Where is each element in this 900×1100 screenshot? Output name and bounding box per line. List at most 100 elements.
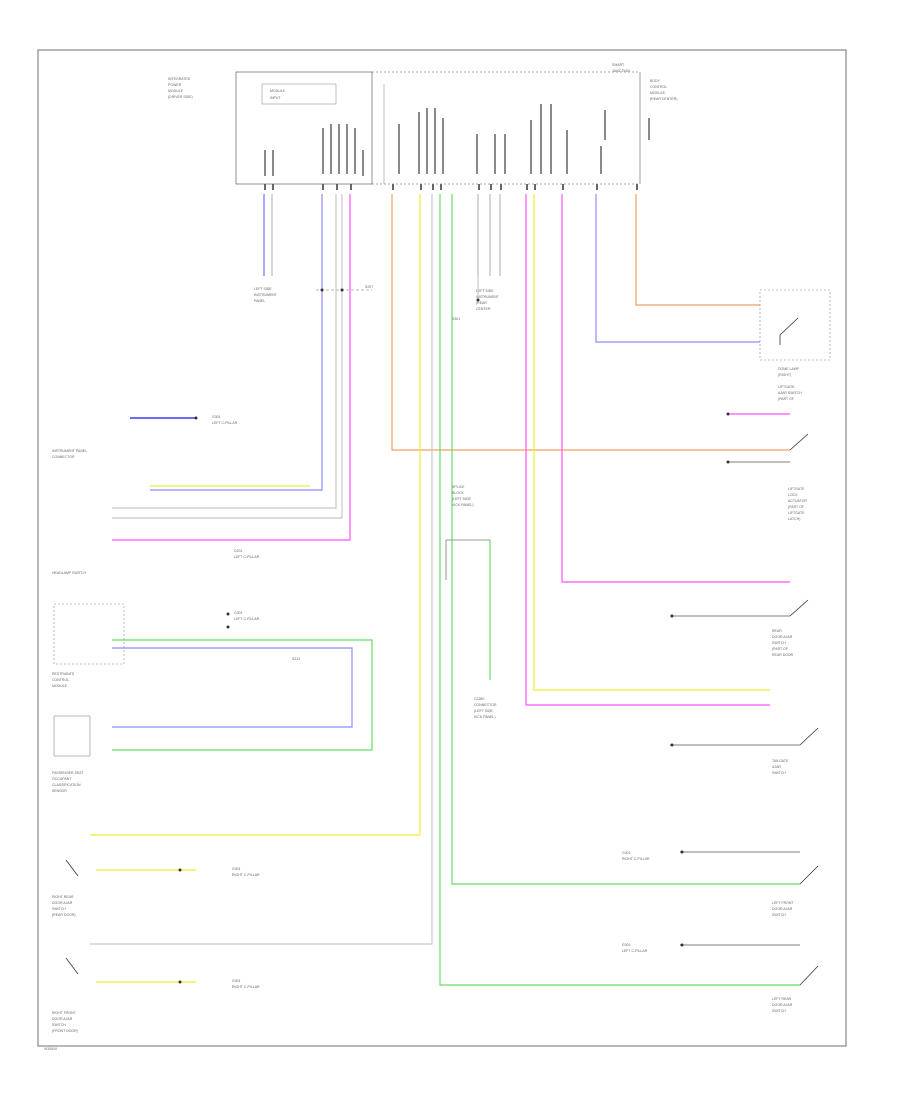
- svg-text:RIGHT REAR: RIGHT REAR: [52, 895, 74, 899]
- svg-text:RESTRAINTS: RESTRAINTS: [52, 672, 75, 676]
- svg-text:(REAR: (REAR: [476, 301, 487, 305]
- right-front-door-ajar: RIGHT FRONT DOOR AJAR SWITCH (FRONT DOOR…: [52, 957, 79, 1033]
- svg-text:(REAR CENTER): (REAR CENTER): [650, 97, 677, 101]
- liftgate-lock-actuator: LIFTGATE LOCK ACTUATOR (PART OF LIFTGATE…: [788, 487, 807, 521]
- svg-text:(PART OF: (PART OF: [788, 505, 804, 509]
- svg-text:CONNECTOR: CONNECTOR: [474, 703, 497, 707]
- svg-text:(FRONT DOOR): (FRONT DOOR): [52, 1029, 78, 1033]
- svg-text:LEFT SIDE: LEFT SIDE: [254, 287, 272, 291]
- svg-text:PASSENGER SEAT: PASSENGER SEAT: [52, 771, 84, 775]
- wire-magenta-left: [112, 194, 351, 541]
- svg-text:MODULE: MODULE: [52, 684, 68, 688]
- restraints-control-module: RESTRAINTS CONTROL MODULE: [52, 603, 125, 688]
- svg-text:LIFTGATE: LIFTGATE: [788, 511, 805, 515]
- svg-text:CONTROL: CONTROL: [650, 85, 667, 89]
- svg-text:DOOR AJAR: DOOR AJAR: [52, 901, 73, 905]
- right-rear-door-ajar: RIGHT REAR DOOR AJAR SWITCH (REAR DOOR): [52, 859, 79, 917]
- liftgate-ajar-switch: LIFTGATE AJAR SWITCH (PART OF: [778, 385, 809, 451]
- pin-markers: [264, 184, 638, 190]
- wire-gray-ip2: [112, 194, 343, 519]
- svg-text:OCCUPANT: OCCUPANT: [52, 777, 72, 781]
- connector-stubs: [263, 194, 501, 276]
- svg-text:BODY: BODY: [650, 79, 661, 83]
- svg-text:RIGHT C-PILLAR: RIGHT C-PILLAR: [622, 857, 650, 861]
- wire-gray-long: [90, 194, 433, 945]
- left-front-door-ajar: LEFT FRONT DOOR AJAR SWITCH: [772, 865, 819, 917]
- ground-labels: G301 LEFT C-PILLAR G201 LEFT C-PILLAR G3…: [212, 415, 650, 989]
- ipm-label-3: MODULE: [168, 89, 184, 93]
- wire-green-long: [439, 194, 800, 986]
- svg-text:G401: G401: [622, 851, 631, 855]
- svg-text:DOME LAMP: DOME LAMP: [778, 367, 800, 371]
- wire-yellow-long: [90, 194, 421, 836]
- svg-text:SWITCH: SWITCH: [772, 1009, 786, 1013]
- diagram-id: W38806: [44, 1047, 57, 1051]
- svg-text:SWITCH: SWITCH: [52, 1023, 66, 1027]
- instrument-panel-connector: INSTRUMENT PANEL CONNECTOR: [52, 449, 87, 459]
- splice-block-label: SPLICE BLOCK (LEFT SIDE KICK PANEL): [452, 485, 474, 507]
- svg-text:INSTRUMENT PANEL: INSTRUMENT PANEL: [52, 449, 87, 453]
- wire-blue-restraints: [112, 647, 353, 728]
- splice-s213: S213: [292, 657, 300, 661]
- svg-text:MODULE: MODULE: [650, 91, 666, 95]
- svg-text:LEFT SIDE: LEFT SIDE: [476, 289, 494, 293]
- svg-text:CONNECTOR: CONNECTOR: [52, 455, 75, 459]
- svg-text:(PART OF: (PART OF: [772, 647, 788, 651]
- svg-text:HEADLAMP SWITCH: HEADLAMP SWITCH: [52, 571, 86, 575]
- dome-lamp: DOME LAMP (RIGHT): [759, 289, 831, 377]
- svg-text:DOOR AJAR: DOOR AJAR: [52, 1017, 73, 1021]
- wire-gray-ip: [112, 194, 337, 509]
- splice-points: [178, 288, 730, 984]
- wire-green-restraints: [112, 639, 373, 751]
- svg-text:BLOCK: BLOCK: [452, 491, 465, 495]
- top-pin-labels: [264, 104, 650, 176]
- svg-text:LATCH): LATCH): [788, 517, 800, 521]
- center-connector: C2280 CONNECTOR (LEFT SIDE KICK PANEL): [445, 539, 497, 719]
- svg-text:AJAR SWITCH: AJAR SWITCH: [778, 391, 802, 395]
- wire-blue-right: [595, 194, 760, 343]
- svg-text:PANEL: PANEL: [254, 299, 265, 303]
- svg-text:KICK PANEL): KICK PANEL): [474, 715, 496, 719]
- svg-text:(LEFT SIDE: (LEFT SIDE: [474, 709, 493, 713]
- svg-text:SWITCH: SWITCH: [52, 907, 66, 911]
- svg-text:REAR: REAR: [772, 629, 782, 633]
- svg-text:CLASSIFICATION: CLASSIFICATION: [52, 783, 81, 787]
- wire-magenta-rear: [561, 194, 790, 583]
- wire-blue-left: [150, 194, 323, 491]
- svg-text:G301: G301: [622, 943, 631, 947]
- svg-text:LEFT REAR: LEFT REAR: [772, 997, 792, 1001]
- svg-text:G301: G301: [234, 611, 243, 615]
- svg-text:SWITCH: SWITCH: [772, 771, 786, 775]
- svg-text:RIGHT C-PILLAR: RIGHT C-PILLAR: [232, 873, 260, 877]
- integrated-power-module: MODULE INPUT INTEGRATED POWER MODULE (DR…: [168, 71, 373, 185]
- svg-text:C2280: C2280: [474, 697, 484, 701]
- splice-s301: S301: [452, 317, 460, 321]
- svg-text:SWITCH: SWITCH: [772, 913, 786, 917]
- svg-text:MODULE: MODULE: [270, 89, 286, 93]
- svg-text:INSTRUMENT: INSTRUMENT: [254, 293, 278, 297]
- svg-text:TAILGATE: TAILGATE: [772, 759, 789, 763]
- svg-text:DOOR AJAR: DOOR AJAR: [772, 635, 793, 639]
- tailgate-ajar-switch: TAILGATE AJAR SWITCH: [772, 727, 819, 775]
- left-rear-door-ajar: LEFT REAR DOOR AJAR SWITCH: [772, 965, 819, 1013]
- svg-text:DOOR AJAR: DOOR AJAR: [772, 1003, 793, 1007]
- svg-text:LIFTGATE: LIFTGATE: [788, 487, 805, 491]
- svg-text:KICK PANEL): KICK PANEL): [452, 503, 474, 507]
- svg-text:(RIGHT): (RIGHT): [778, 373, 791, 377]
- body-control-module-label: BODY CONTROL MODULE (REAR CENTER): [650, 79, 677, 101]
- svg-text:LEFT C-PILLAR: LEFT C-PILLAR: [234, 617, 260, 621]
- wire-magenta-right: [525, 194, 770, 706]
- svg-text:DOOR AJAR: DOOR AJAR: [772, 907, 793, 911]
- svg-text:LOCK: LOCK: [788, 493, 798, 497]
- svg-text:REAR DOOR: REAR DOOR: [772, 653, 794, 657]
- svg-text:CENTER: CENTER: [476, 307, 491, 311]
- svg-text:AJAR: AJAR: [772, 765, 781, 769]
- svg-text:ACTUATOR: ACTUATOR: [788, 499, 807, 503]
- svg-text:(PART OF: (PART OF: [778, 397, 794, 401]
- svg-text:G201: G201: [234, 549, 243, 553]
- svg-text:INPUT: INPUT: [270, 96, 281, 100]
- diagram-frame: [37, 49, 847, 1047]
- svg-text:G301: G301: [212, 415, 221, 419]
- wires: [90, 194, 800, 986]
- sjb-label-2: JUNCTION: [612, 69, 630, 73]
